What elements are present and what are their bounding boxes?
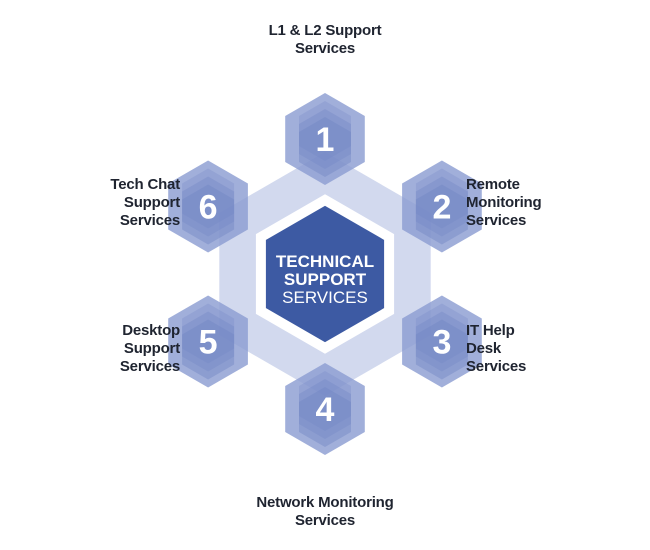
service-node-5: 5 (168, 295, 248, 388)
node-stack-layer (415, 303, 468, 364)
node-stack-layer (415, 168, 468, 229)
center-hexagon-shape (255, 194, 395, 354)
node-stack-layer (182, 168, 235, 229)
node-label-4-line1: Network Monitoring (256, 494, 394, 511)
center-title-line1: TECHNICAL (276, 252, 374, 271)
node-label-2-line1: Remote (466, 176, 520, 193)
center-title-line2: SUPPORT (284, 270, 367, 289)
node-label-4: Network Monitoring Services (215, 494, 435, 530)
node-label-2-line3: Services (466, 212, 527, 229)
node-number-6: 6 (199, 189, 218, 227)
node-label-5-line2: Support (123, 340, 180, 357)
node-label-1-line2: Services (294, 40, 356, 57)
node-label-6-line3: Services (119, 212, 180, 229)
service-node-3: 3 (402, 295, 482, 388)
service-node-2: 2 (402, 160, 482, 253)
service-node-4: 4 (285, 363, 365, 455)
node-label-5-line1: Desktop (122, 322, 180, 339)
node-number-1: 1 (316, 121, 335, 159)
node-stack-layer (415, 311, 468, 372)
node-stack-layer (299, 379, 351, 439)
node-label-5: Desktop Support Services (40, 322, 180, 376)
node-stack-layer (299, 387, 351, 447)
node-label-3-line3: Services (466, 358, 527, 375)
node-label-3: IT Help Desk Services (466, 322, 606, 376)
center-title-line3: SERVICES (282, 288, 368, 307)
node-hexagon (168, 160, 248, 253)
node-label-1: L1 & L2 Support Services (220, 22, 430, 58)
node-stack-layer (182, 303, 235, 364)
node-stack-layer (299, 371, 351, 431)
node-label-3-line2: Desk (466, 340, 502, 357)
service-node-1: 1 (285, 93, 365, 185)
node-number-2: 2 (432, 189, 451, 227)
node-label-5-line3: Services (119, 358, 180, 375)
node-hexagon (402, 160, 482, 253)
node-stack-layer (182, 319, 235, 380)
node-number-3: 3 (432, 324, 451, 362)
node-label-3-line1: IT Help (466, 322, 515, 339)
node-stack-layer (415, 176, 468, 237)
node-stack-layer (415, 319, 468, 380)
node-hexagon (168, 295, 248, 388)
node-hexagon (402, 295, 482, 388)
service-nodes: 1 2 3 4 5 6 (168, 93, 482, 455)
node-hexagon (285, 363, 365, 455)
node-stack-layer (182, 311, 235, 372)
node-hexagon (285, 93, 365, 185)
node-label-4-line2: Services (294, 512, 356, 529)
node-stack-layer (299, 117, 351, 177)
node-label-2: Remote Monitoring Services (466, 176, 606, 230)
node-label-2-line2: Monitoring (466, 194, 542, 211)
node-stack-layer (299, 101, 351, 161)
node-number-4: 4 (316, 391, 335, 429)
node-number-5: 5 (199, 324, 218, 362)
node-label-6-line1: Tech Chat (110, 176, 180, 193)
node-stack-layer (182, 184, 235, 245)
node-stack-layer (299, 109, 351, 169)
node-label-6-line2: Support (123, 194, 180, 211)
node-label-1-line1: L1 & L2 Support (268, 22, 382, 39)
node-label-6: Tech Chat Support Services (40, 176, 180, 230)
node-stack-layer (415, 184, 468, 245)
service-node-6: 6 (168, 160, 248, 253)
node-stack-layer (182, 176, 235, 237)
center-hexagon: TECHNICAL SUPPORT SERVICES (255, 194, 395, 354)
